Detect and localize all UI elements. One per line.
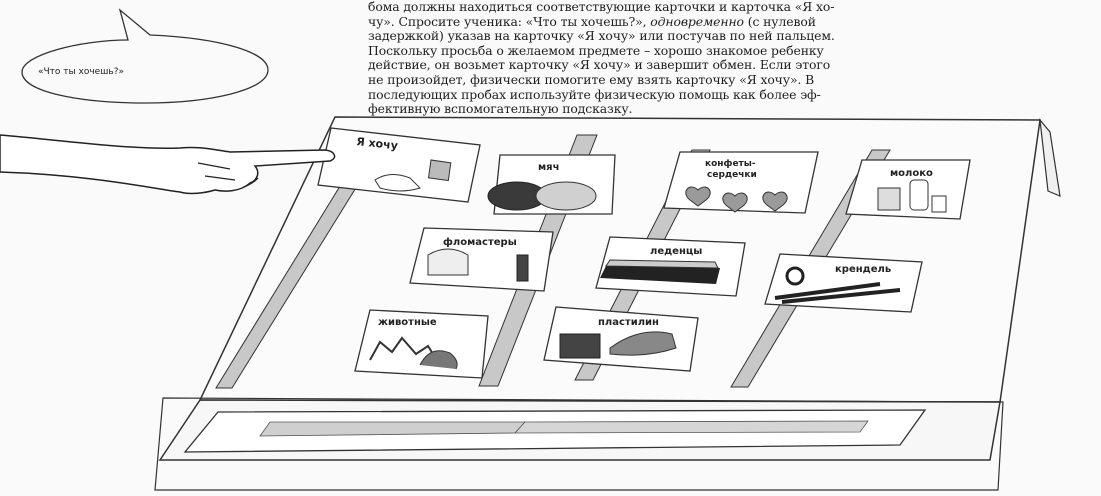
speech-bubble: «Что ты хочешь?» (21, 8, 269, 104)
text-line: чу». Спросите ученика: «Что ты хочешь?»,… (368, 13, 816, 29)
card-animals: животные (354, 309, 489, 379)
card-plasticine: пластилин (543, 306, 699, 372)
card-markers: фломастеры (409, 227, 554, 292)
card-label: мяч (538, 162, 559, 173)
card-label: леденцы (650, 246, 702, 257)
instruction-paragraph: бома должны находиться соответствующие к… (368, 0, 1093, 117)
text-line: задержкой) указав на карточку «Я хочу» и… (368, 28, 835, 44)
card-label: пластилин (598, 317, 659, 328)
card-label: животные (378, 317, 437, 328)
card-label: крендель (835, 264, 891, 275)
card-milk: молоко (845, 159, 971, 220)
card-pretzel: крендель (764, 253, 923, 313)
card-candy-hearts: конфеты- сердечки (663, 151, 819, 214)
card-i-want: Я хочу (317, 127, 481, 203)
text-line: бома должны находиться соответствующие к… (368, 0, 835, 14)
text-line: действие, он возьмет карточку «Я хочу» и… (368, 57, 831, 73)
text-line: последующих пробах используйте физическу… (368, 86, 821, 102)
card-label: конфеты- (705, 159, 756, 169)
card-label: Я хочу (356, 135, 399, 152)
card-label: фломастеры (443, 236, 517, 248)
card-label: молоко (890, 168, 933, 179)
card-lollipops: леденцы (595, 236, 746, 297)
text-line: фективную вспомогательную подсказку. (368, 101, 633, 117)
card-ball: мяч (487, 154, 616, 215)
speech-bubble-text: «Что ты хочешь?» (38, 67, 124, 77)
pointing-hand-illustration (0, 134, 336, 195)
card-label: сердечки (707, 170, 757, 180)
text-line: не произойдет, физически помогите ему вз… (368, 71, 815, 87)
text-line: Поскольку просьба о желаемом предмете – … (368, 42, 824, 58)
